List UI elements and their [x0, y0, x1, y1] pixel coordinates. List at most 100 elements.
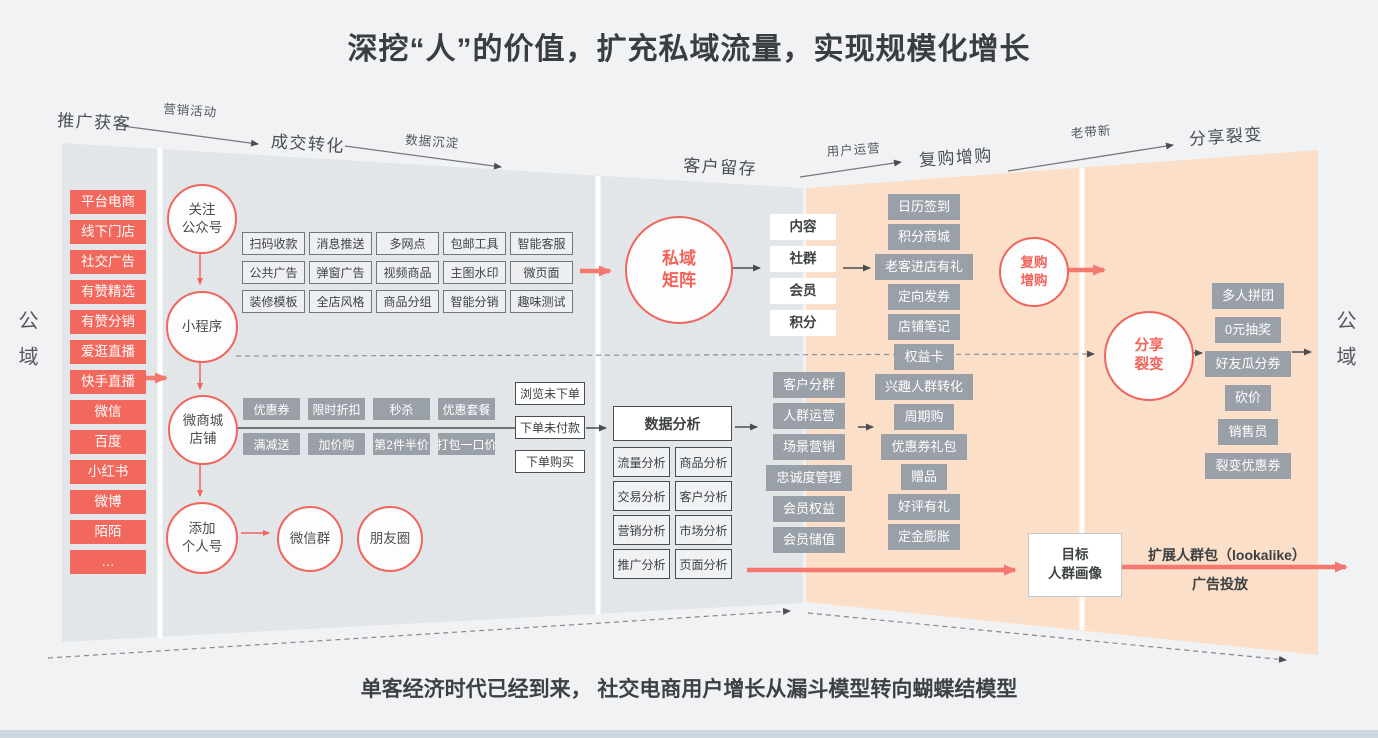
analysis-item: 商品分析 — [675, 447, 732, 477]
stage-repurchase: 复购增购 — [918, 145, 994, 170]
shop-tool-item: 公共广告 — [242, 261, 305, 284]
shop-tool-item: 智能客服 — [510, 232, 573, 255]
shop-tool-item: 趣味测试 — [510, 290, 573, 313]
shop-tool-item: 全店风格 — [309, 290, 372, 313]
page-title: 深挖“人”的价值，扩充私域流量，实现规模化增长 — [347, 33, 1031, 66]
flow-label-referral: 老带新 — [1070, 123, 1112, 141]
channel-item: 平台电商 — [70, 190, 146, 214]
channel-item: 陌陌 — [70, 520, 146, 544]
flow-arrow-marketing — [114, 124, 259, 147]
promo-tool-item: 限时折扣 — [308, 398, 365, 420]
fission-tool-item: 裂变优惠券 — [1205, 453, 1291, 479]
repurchase-tool-item: 权益卡 — [894, 344, 954, 370]
shop-tool-item: 弹窗广告 — [309, 261, 372, 284]
analysis-item: 交易分析 — [613, 481, 670, 511]
order-state-item: 下单未付款 — [515, 416, 585, 439]
channel-item: 快手直播 — [70, 370, 146, 394]
retention-asset-item: 社群 — [770, 246, 836, 272]
shop-tool-item: 智能分销 — [443, 290, 506, 313]
fission-tool-list: 多人拼团 0元抽奖好友瓜分券砍价销售员裂变优惠券 — [1196, 283, 1300, 479]
repurchase-tool-item: 定向发券 — [887, 284, 960, 310]
channel-item: 有赞分销 — [70, 310, 146, 334]
channel-item: 爱逛直播 — [70, 340, 146, 364]
channel-item: 百度 — [70, 430, 146, 454]
circle-wechat-group: 微信群 — [277, 506, 343, 572]
lookalike-label: 扩展人群包（lookalike） — [1148, 547, 1306, 563]
dashed-bottom-left — [47, 607, 791, 659]
circle-fission: 分享 裂变 — [1104, 311, 1194, 401]
repurchase-tool-item: 兴趣人群转化 — [874, 374, 973, 400]
promo-tool-item: 打包一口价 — [437, 433, 497, 455]
stage-acquisition: 推广获客 — [56, 110, 132, 134]
analysis-item: 客户分析 — [675, 481, 732, 511]
public-channel-list: 平台电商线下门店社交广告有赞精选有赞分销爱逛直播快手直播微信百度小红书微博陌陌 … — [70, 190, 146, 574]
repurchase-tool-item: 老客进店有礼 — [874, 254, 973, 280]
channel-item: 微信 — [70, 400, 146, 424]
repurchase-tool-item: 好评有礼 — [887, 494, 960, 520]
ad-delivery-label: 广告投放 — [1192, 576, 1248, 592]
dashed-bottom-right — [807, 612, 1287, 663]
shop-tool-item: 微页面 — [510, 261, 573, 284]
channel-item: 有赞精选 — [70, 280, 146, 304]
crm-item: 会员储值 — [772, 527, 845, 553]
repurchase-tool-item: 店铺笔记 — [887, 314, 960, 340]
shop-tool-item: 消息推送 — [309, 232, 372, 255]
promo-tool-item: 优惠券 — [243, 398, 300, 420]
channel-item: 社交广告 — [70, 250, 146, 274]
flow-label-data: 数据沉淀 — [404, 132, 460, 151]
crm-item-list: 客户分群人群运营场景营销忠诚度管理会员权益会员储值 — [757, 372, 861, 553]
promo-tool-item: 加价购 — [308, 433, 365, 455]
fission-tool-item: 销售员 — [1218, 419, 1278, 445]
shop-tool-item: 扫码收款 — [242, 232, 305, 255]
analysis-item: 营销分析 — [613, 515, 670, 545]
crm-item: 人群运营 — [772, 403, 845, 429]
repurchase-tool-list: 日历签到积分商城老客进店有礼定向发券店铺笔记权益卡兴趣人群转化周期购优惠券礼包赠… — [862, 194, 986, 550]
repurchase-tool-item: 积分商城 — [887, 224, 960, 250]
promo-tool-item: 优惠套餐 — [438, 398, 495, 420]
analysis-item: 流量分析 — [613, 447, 670, 477]
repurchase-tool-item: 定金膨胀 — [887, 524, 960, 550]
promo-tool-item: 第2件半价 — [373, 433, 430, 455]
fission-tool-item: 好友瓜分券 — [1205, 351, 1291, 377]
fission-tool-item: 砍价 — [1224, 385, 1271, 411]
channel-item: 线下门店 — [70, 220, 146, 244]
channel-item: 小红书 — [70, 460, 146, 484]
shop-tool-item: 主图水印 — [443, 261, 506, 284]
shop-tool-item: 包邮工具 — [443, 232, 506, 255]
analysis-item: 页面分析 — [675, 549, 732, 579]
fission-tool-item: 0元抽奖 — [1214, 317, 1282, 343]
stage-retention: 客户留存 — [682, 155, 758, 179]
retention-asset-list: 内容社群会员积分 — [770, 214, 836, 336]
crm-item: 场景营销 — [772, 434, 845, 460]
retention-asset-item: 内容 — [770, 214, 836, 240]
order-state-item: 浏览未下单 — [515, 382, 585, 405]
crm-item: 忠诚度管理 — [766, 465, 852, 491]
target-profile-box: 目标 人群画像 — [1028, 533, 1122, 597]
retention-asset-item: 积分 — [770, 310, 836, 336]
data-analysis-box: 数据分析 — [613, 406, 732, 441]
retention-asset-item: 会员 — [770, 278, 836, 304]
shop-tool-item: 商品分组 — [376, 290, 439, 313]
repurchase-tool-item: 周期购 — [894, 404, 954, 430]
channel-item: 微博 — [70, 490, 146, 514]
circle-mini-program: 小程序 — [166, 291, 238, 363]
promo-tool-item: 满减送 — [243, 433, 300, 455]
circle-moments: 朋友圈 — [357, 506, 423, 572]
analysis-item: 市场分析 — [675, 515, 732, 545]
repurchase-tool-item: 赠品 — [900, 464, 947, 490]
circle-shop: 微商城 店铺 — [168, 395, 238, 465]
order-state-list: 浏览未下单下单未付款下单购买 — [515, 382, 585, 473]
circle-private-matrix: 私域 矩阵 — [625, 216, 733, 324]
stage-fission: 分享裂变 — [1188, 124, 1264, 149]
flow-arrow-operation — [799, 159, 902, 178]
fission-tool-item: 多人拼团 — [1211, 283, 1284, 309]
shop-tools-grid: 扫码收款消息推送多网点包邮工具智能客服公共广告弹窗广告视频商品主图水印微页面装修… — [242, 232, 573, 313]
stage-conversion: 成交转化 — [270, 131, 346, 157]
shop-tool-item: 装修模板 — [242, 290, 305, 313]
channel-item: … — [70, 550, 146, 574]
bottom-caption: 单客经济时代已经到来， 社交电商用户增长从漏斗模型转向蝴蝶结模型 — [360, 678, 1018, 701]
shop-tool-item: 视频商品 — [376, 261, 439, 284]
crm-item: 客户分群 — [772, 372, 845, 398]
promo-tools-grid: 优惠券限时折扣秒杀优惠套餐满减送加价购第2件半价打包一口价 — [243, 398, 497, 455]
